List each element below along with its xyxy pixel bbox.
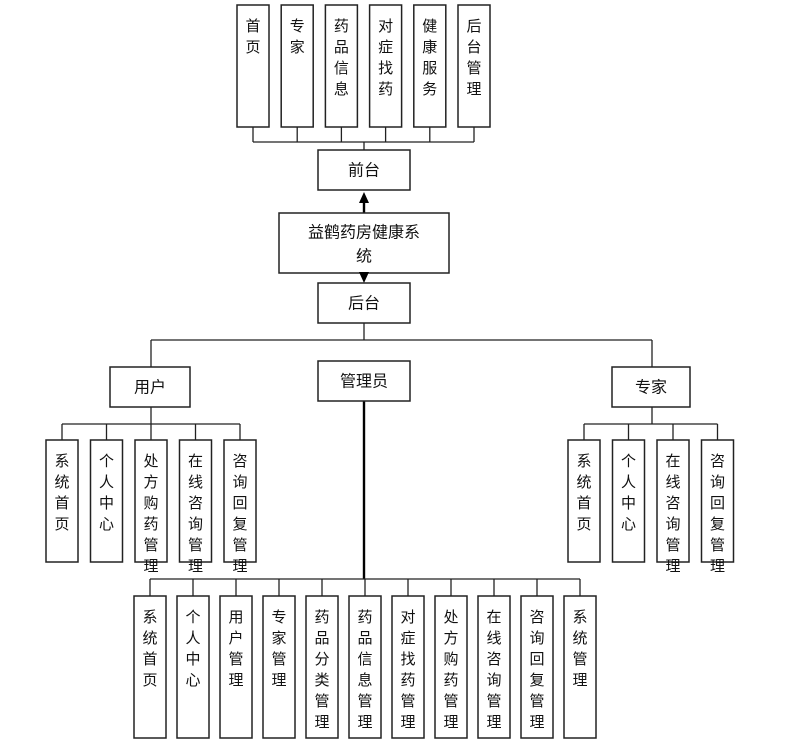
frontend-node: 前台 [317, 149, 411, 191]
expert-item-3: 在线咨询管理 [656, 439, 690, 575]
expert-item-3-label: 在线咨询管理 [665, 452, 680, 575]
arrow-to-backend [359, 272, 369, 283]
admin-item-10: 咨询回复管理 [520, 595, 554, 739]
backend-node-label: 后台 [348, 294, 380, 313]
user-item-5-label: 咨询回复管理 [232, 452, 247, 575]
frontend-item-3-label: 药品信息 [334, 17, 349, 98]
role-node-admin-label: 管理员 [340, 372, 388, 391]
backend-node: 后台 [317, 282, 411, 324]
frontend-item-1: 首页 [236, 4, 270, 128]
admin-item-4-label: 专家管理 [271, 608, 286, 689]
connector-lines [61, 127, 719, 596]
admin-item-11-label: 系统管理 [572, 608, 587, 689]
admin-item-7-label: 对症找药管理 [400, 608, 415, 731]
admin-item-3-label: 用户管理 [228, 608, 243, 689]
user-item-5: 咨询回复管理 [223, 439, 257, 575]
expert-item-4-label: 咨询回复管理 [710, 452, 725, 575]
frontend-item-1-label: 首页 [245, 17, 260, 56]
role-node-user: 用户 [109, 366, 191, 408]
role-node-expert: 专家 [611, 366, 691, 408]
frontend-item-2: 专家 [280, 4, 314, 128]
expert-item-1: 系统首页 [567, 439, 601, 563]
user-item-3-label: 处方购药管理 [143, 452, 158, 575]
system-title-line2: 统 [356, 247, 372, 266]
admin-item-8: 处方购药管理 [434, 595, 468, 739]
expert-item-2-label: 个人中心 [621, 452, 636, 533]
arrow-to-frontend [359, 192, 369, 203]
expert-item-1-label: 系统首页 [576, 452, 591, 533]
user-item-2-label: 个人中心 [99, 452, 114, 533]
frontend-item-6: 后台管理 [457, 4, 491, 128]
expert-item-4: 咨询回复管理 [700, 439, 735, 575]
admin-item-3: 用户管理 [219, 595, 253, 739]
admin-item-9: 在线咨询管理 [477, 595, 511, 739]
frontend-item-6-label: 后台管理 [466, 17, 481, 98]
role-node-expert-label: 专家 [635, 378, 667, 397]
role-node-admin: 管理员 [317, 360, 411, 402]
system-title-line1: 益鹤药房健康系 [308, 223, 420, 242]
user-item-4-label: 在线咨询管理 [188, 452, 203, 575]
expert-item-2: 个人中心 [611, 439, 646, 563]
admin-item-5: 药品分类管理 [305, 595, 339, 739]
admin-item-7: 对症找药管理 [391, 595, 425, 739]
frontend-item-5-label: 健康服务 [422, 17, 437, 98]
admin-item-5-label: 药品分类管理 [314, 608, 329, 731]
admin-item-1: 系统首页 [133, 595, 167, 739]
admin-item-2-label: 个人中心 [185, 608, 200, 689]
admin-item-4: 专家管理 [262, 595, 296, 739]
user-item-3: 处方购药管理 [134, 439, 168, 575]
admin-item-1-label: 系统首页 [142, 608, 157, 689]
admin-item-8-label: 处方购药管理 [443, 608, 458, 731]
admin-item-2: 个人中心 [176, 595, 210, 739]
user-item-1: 系统首页 [45, 439, 79, 563]
admin-item-6: 药品信息管理 [348, 595, 382, 739]
admin-item-9-label: 在线咨询管理 [486, 608, 501, 731]
user-item-2: 个人中心 [89, 439, 124, 563]
frontend-item-3: 药品信息 [324, 4, 359, 128]
frontend-item-4-label: 对症找药 [378, 17, 393, 98]
admin-item-6-label: 药品信息管理 [357, 608, 372, 731]
diagram-nodes: 首页专家药品信息对症找药健康服务后台管理前台益鹤药房健康系统后台用户管理员专家系… [45, 4, 735, 739]
user-item-4: 在线咨询管理 [178, 439, 213, 575]
frontend-item-5: 健康服务 [413, 4, 447, 128]
admin-item-11: 系统管理 [563, 595, 597, 739]
role-node-user-label: 用户 [134, 378, 166, 397]
admin-item-10-label: 咨询回复管理 [529, 608, 544, 731]
frontend-item-4: 对症找药 [368, 4, 403, 128]
frontend-item-2-label: 专家 [290, 17, 305, 56]
frontend-node-label: 前台 [348, 161, 380, 180]
user-item-1-label: 系统首页 [54, 452, 69, 533]
